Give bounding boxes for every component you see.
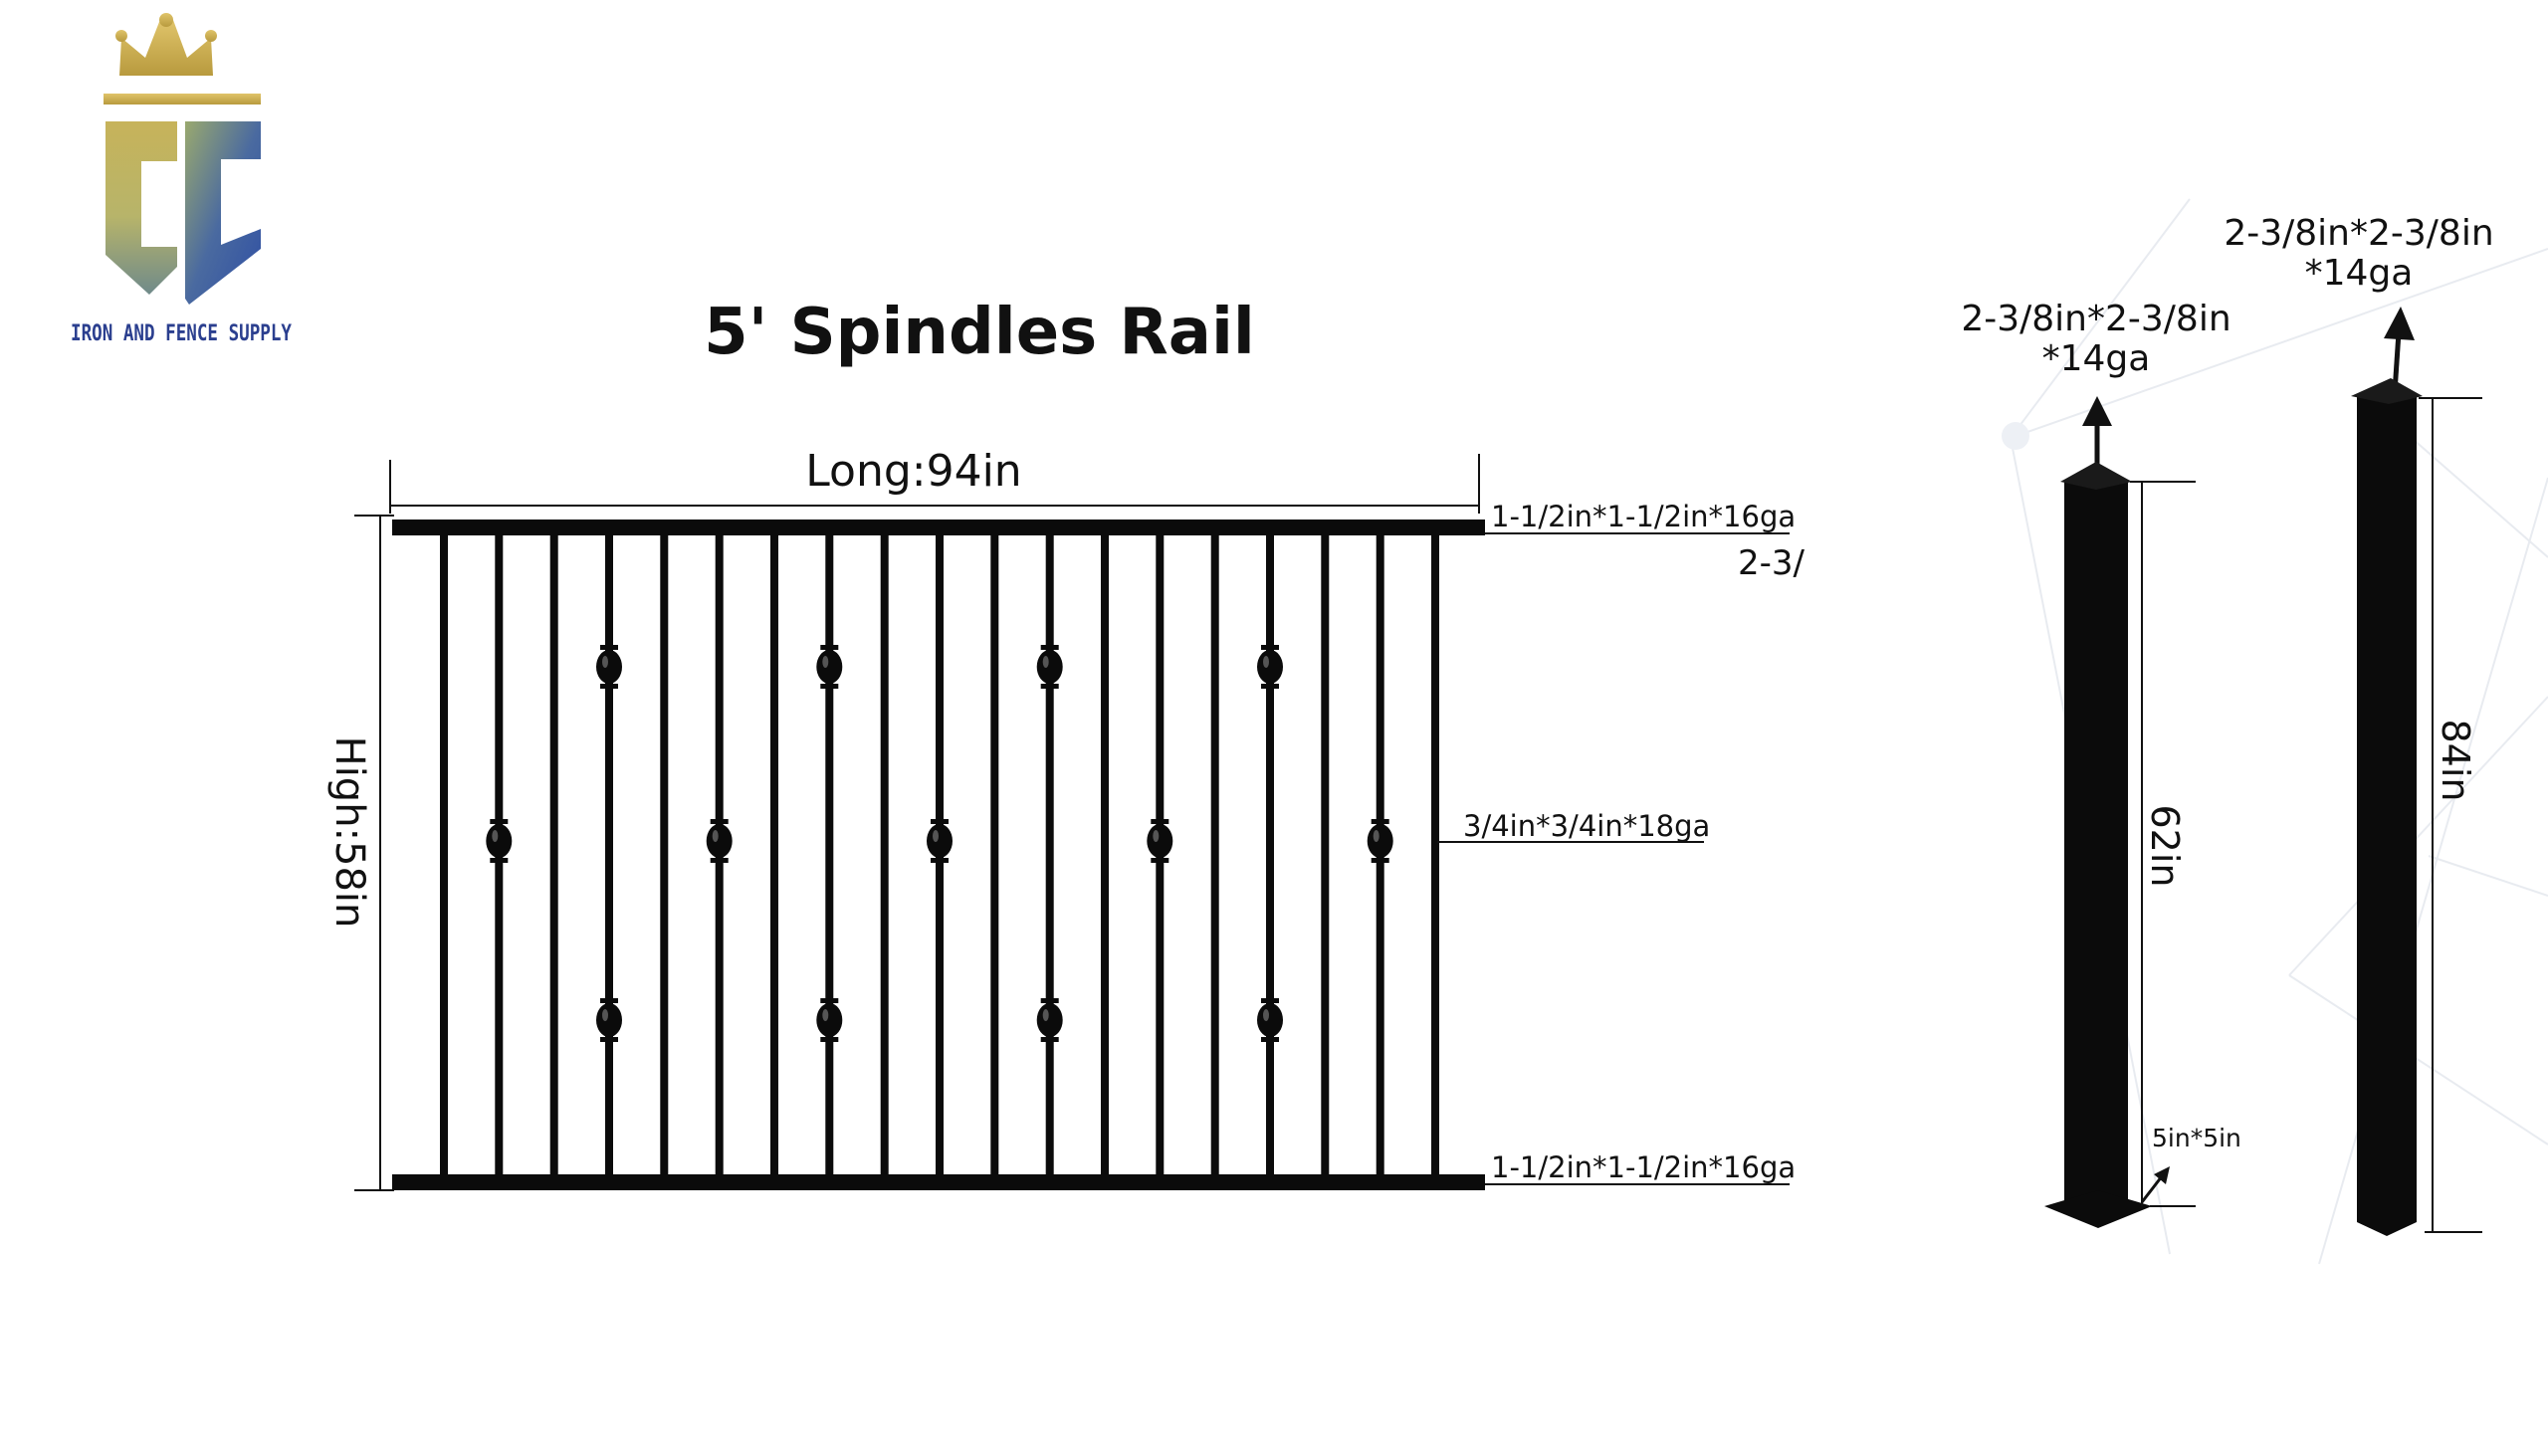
decorative-knuckles bbox=[486, 645, 1393, 1042]
post-1-base-plate bbox=[2044, 1190, 2152, 1228]
knuckle-ornament bbox=[1036, 645, 1063, 689]
spindle-rail-panel: Long:94in High:58in 1-1/2in*1-1/2in*16ga… bbox=[326, 446, 1805, 1191]
knuckle-ornament bbox=[1257, 645, 1283, 689]
picket bbox=[990, 533, 999, 1176]
post-62in: 2-3/8in*2-3/8in *14ga 62in 5in*5in bbox=[1961, 299, 2241, 1228]
bottom-rail-spec: 1-1/2in*1-1/2in*16ga bbox=[1491, 1150, 1796, 1184]
post-1-spec-line2: *14ga bbox=[2042, 338, 2151, 379]
picket bbox=[1210, 533, 1219, 1176]
cc-monogram-icon bbox=[106, 121, 261, 305]
picket bbox=[880, 533, 889, 1176]
knuckle-ornament bbox=[927, 819, 953, 863]
knuckle-ornament bbox=[706, 819, 733, 863]
knuckle-ornament bbox=[1147, 819, 1173, 863]
picket bbox=[770, 533, 778, 1176]
height-label: High:58in bbox=[326, 736, 372, 929]
post-2-spec-line2: *14ga bbox=[2305, 253, 2414, 294]
post-1-base-label: 5in*5in bbox=[2152, 1124, 2241, 1152]
knuckle-ornament bbox=[1367, 819, 1393, 863]
length-label: Long:94in bbox=[805, 446, 1021, 497]
picket bbox=[1321, 533, 1330, 1176]
post-1-body bbox=[2064, 466, 2128, 1206]
post-2-body bbox=[2357, 380, 2417, 1236]
brand-logo: IRON AND FENCE SUPPLY bbox=[71, 13, 293, 346]
post-84in: 2-3/8in*2-3/8in *14ga 84in bbox=[2224, 213, 2494, 1236]
knuckle-ornament bbox=[486, 819, 513, 863]
post-1-cap bbox=[2060, 462, 2132, 490]
logo-bar bbox=[104, 94, 261, 104]
picket bbox=[605, 533, 613, 1176]
post-1-height-label: 62in bbox=[2143, 805, 2187, 888]
truncated-spec: 2-3/ bbox=[1738, 543, 1805, 583]
post-2-spec-line1: 2-3/8in*2-3/8in bbox=[2224, 213, 2493, 254]
picket bbox=[1101, 533, 1109, 1176]
picket bbox=[1045, 533, 1054, 1176]
top-rail bbox=[392, 520, 1485, 535]
knuckle-ornament bbox=[1257, 998, 1283, 1042]
picket bbox=[440, 533, 448, 1176]
picket bbox=[549, 533, 558, 1176]
post-2-height-label: 84in bbox=[2434, 720, 2477, 802]
diagram-title: 5' Spindles Rail bbox=[704, 296, 1255, 369]
knuckle-ornament bbox=[816, 645, 843, 689]
top-rail-spec: 1-1/2in*1-1/2in*16ga bbox=[1491, 500, 1796, 533]
picket bbox=[1431, 533, 1439, 1176]
knuckle-ornament bbox=[816, 998, 843, 1042]
knuckle-ornament bbox=[1036, 998, 1063, 1042]
post-2-cap bbox=[2351, 378, 2423, 404]
crown-icon bbox=[115, 13, 217, 76]
picket bbox=[1266, 533, 1274, 1176]
picket-spec: 3/4in*3/4in*18ga bbox=[1463, 809, 1710, 843]
picket bbox=[825, 533, 834, 1176]
knuckle-ornament bbox=[596, 998, 622, 1042]
brand-name: IRON AND FENCE SUPPLY bbox=[71, 321, 293, 346]
base-size-arrow-icon bbox=[2140, 1166, 2170, 1203]
knuckle-ornament bbox=[596, 645, 622, 689]
bottom-rail bbox=[392, 1174, 1485, 1190]
picket bbox=[660, 533, 669, 1176]
post-1-spec-line1: 2-3/8in*2-3/8in bbox=[1961, 299, 2230, 339]
